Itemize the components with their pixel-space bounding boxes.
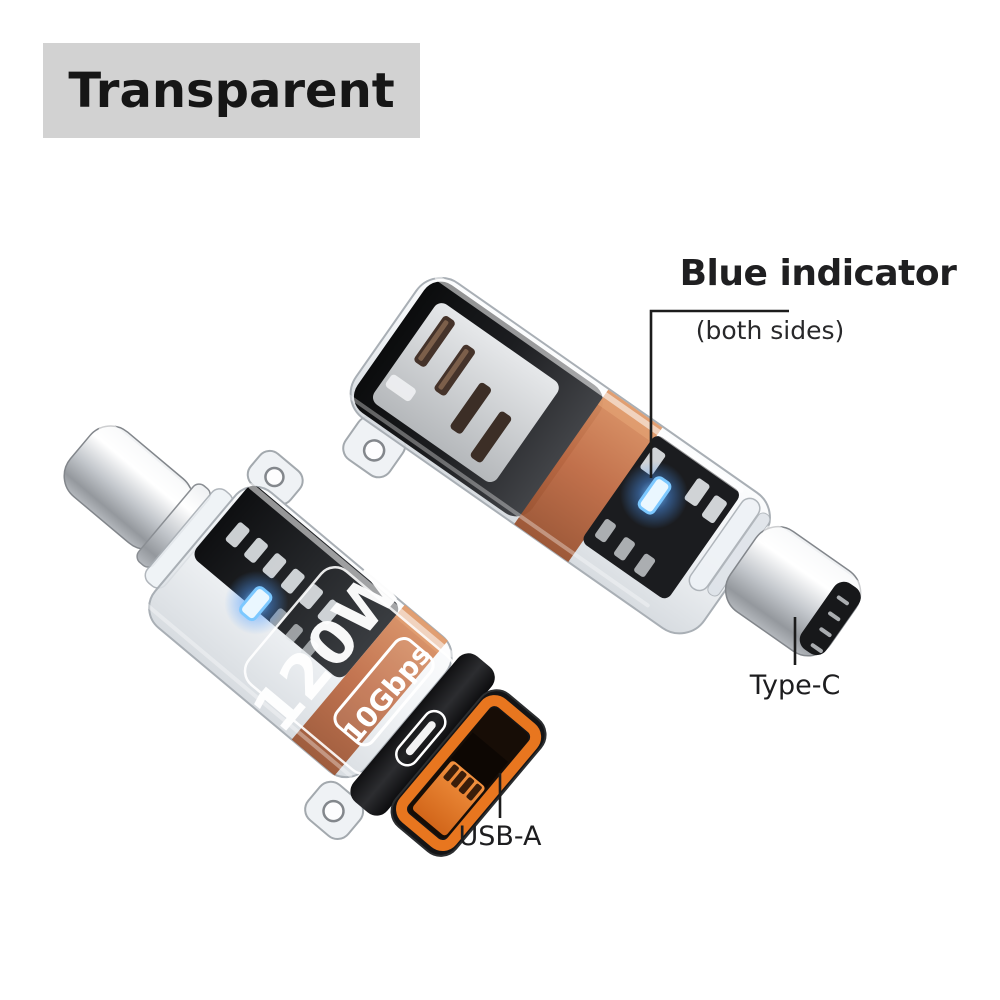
front-typec-plug [63, 422, 211, 568]
blue-indicator-subtitle: (both sides) [695, 316, 845, 345]
back-glass-highlight [434, 274, 744, 493]
front-contact-pins [225, 522, 342, 659]
back-adapter [342, 274, 864, 657]
back-lug-hole [362, 439, 386, 462]
back-interior-panel [372, 303, 559, 483]
front-copper-band [291, 604, 448, 776]
front-usba-tongue [412, 761, 485, 836]
type-c-label: Type-C [749, 670, 841, 701]
typec-plug-pins [810, 595, 849, 653]
back-collar-ring [688, 497, 761, 592]
back-typec-plug [724, 524, 864, 657]
blue-indicator-pointer-line [649, 309, 789, 478]
usb-port-icon [395, 709, 447, 767]
blue-indicator-title: Blue indicator [679, 253, 957, 294]
front-adapter: 120W 10Gbps [63, 422, 547, 857]
back-blue-led [620, 461, 689, 530]
back-copper-band [514, 389, 663, 562]
callout-lines [498, 309, 797, 818]
transparent-badge-label: Transparent [68, 62, 395, 119]
front-glass-highlight [248, 483, 455, 658]
back-contact-slots [385, 316, 512, 463]
front-blue-led [224, 570, 289, 635]
front-usba-port [390, 689, 547, 857]
front-lanyard-lug-bottom [304, 780, 365, 840]
usb-a-label: USB-A [458, 821, 542, 852]
transparent-badge: Transparent [43, 43, 420, 138]
